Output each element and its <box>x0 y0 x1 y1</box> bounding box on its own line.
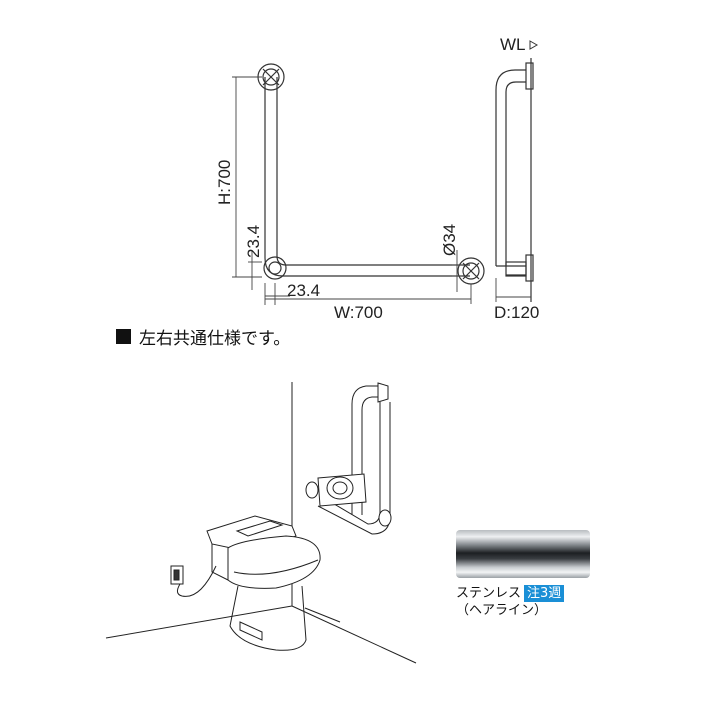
dim-offset-horizontal-label: 23.4 <box>287 281 320 300</box>
side-dimension <box>495 278 531 302</box>
square-bullet-icon <box>116 329 131 344</box>
material-swatch <box>456 530 590 578</box>
dim-depth-label: D:120 <box>494 303 539 322</box>
note-line: 左右共通仕様です。 <box>116 324 290 349</box>
material-label: ステンレス注3週 （ヘアライン） <box>456 585 565 619</box>
dimension-lines <box>232 76 472 305</box>
wall-line-label: WL <box>500 35 526 54</box>
front-view <box>257 63 485 285</box>
dim-diameter-label: Ø34 <box>440 224 459 256</box>
wall-line-arrow-icon <box>529 40 539 50</box>
room-scene <box>105 382 417 664</box>
side-view <box>495 58 534 302</box>
lead-time-badge: 注3週 <box>524 585 565 602</box>
material-finish: （ヘアライン） <box>456 603 548 618</box>
dim-width-label: W:700 <box>334 303 383 322</box>
note-text: 左右共通仕様です。 <box>139 329 291 349</box>
dim-height-label: H:700 <box>215 160 234 205</box>
dim-offset-vertical-label: 23.4 <box>244 225 263 258</box>
material-name: ステンレス <box>456 586 522 601</box>
material-name-row: ステンレス注3週 <box>456 585 565 602</box>
